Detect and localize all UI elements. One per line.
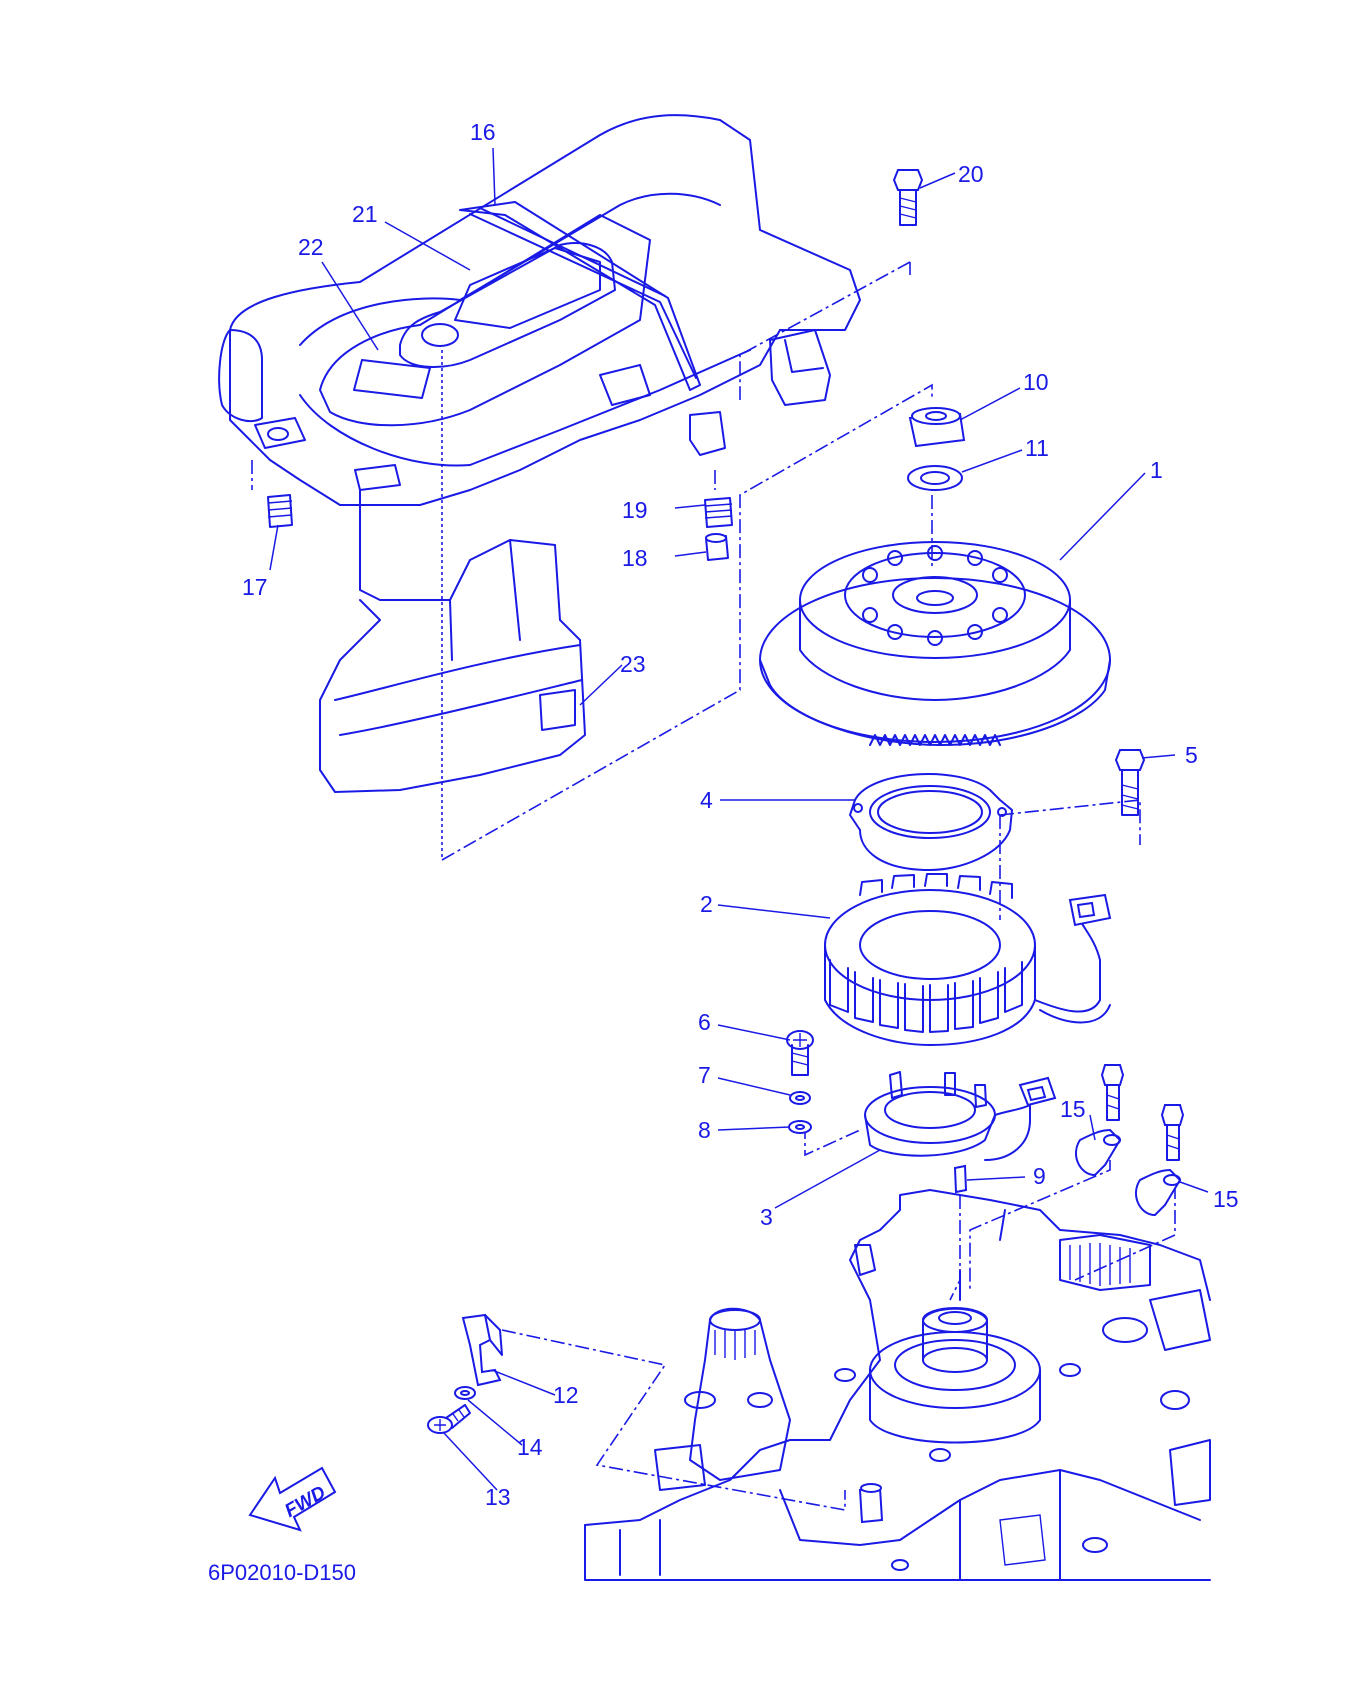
callout-6: 6 xyxy=(698,1009,711,1035)
clamp-15a xyxy=(1075,1064,1125,1177)
lock-washer-7 xyxy=(789,1091,811,1105)
callout-15a: 15 xyxy=(1060,1096,1086,1122)
screw-6 xyxy=(786,1030,814,1076)
callout-14: 14 xyxy=(517,1434,543,1460)
callout-20: 20 xyxy=(958,161,984,187)
grommet-19 xyxy=(704,497,733,528)
washer-11 xyxy=(907,465,963,491)
washer-14 xyxy=(454,1386,476,1400)
pulser-coil-3 xyxy=(864,1071,1057,1161)
engine-block xyxy=(584,1189,1211,1581)
drawing-code: 6P02010-D150 xyxy=(208,1560,356,1585)
callouts: 1 2 3 4 5 6 7 8 9 10 11 12 13 14 15 15 1… xyxy=(242,119,1239,1510)
collar-18 xyxy=(705,533,729,561)
flywheel-cover xyxy=(218,114,861,793)
clamp-15b xyxy=(1135,1104,1185,1217)
callout-17: 17 xyxy=(242,574,268,600)
bolt-5 xyxy=(1114,749,1146,816)
washer-8 xyxy=(788,1120,812,1134)
callout-21: 21 xyxy=(352,201,378,227)
bolt-20 xyxy=(892,169,924,226)
callout-3: 3 xyxy=(760,1204,773,1230)
callout-10: 10 xyxy=(1023,369,1049,395)
callout-11: 11 xyxy=(1025,435,1049,461)
base-plate-4 xyxy=(849,773,1013,871)
key-9 xyxy=(953,1164,968,1194)
callout-2: 2 xyxy=(700,891,713,917)
leader-lines xyxy=(269,147,1209,1491)
grommet-17 xyxy=(267,494,293,528)
bracket-12 xyxy=(461,1313,503,1387)
stator-teeth xyxy=(829,873,1023,1033)
callout-4: 4 xyxy=(700,787,713,813)
callout-16: 16 xyxy=(470,119,496,145)
callout-8: 8 xyxy=(698,1117,711,1143)
callout-15b: 15 xyxy=(1213,1186,1239,1212)
callout-18: 18 xyxy=(622,545,648,571)
callout-9: 9 xyxy=(1033,1163,1046,1189)
screw-13 xyxy=(427,1404,471,1434)
flywheel-1 xyxy=(759,541,1111,746)
assembly-lines xyxy=(251,261,1176,1511)
callout-1: 1 xyxy=(1150,457,1163,483)
callout-22: 22 xyxy=(298,234,324,260)
fwd-arrow-icon: FWD xyxy=(248,1466,337,1532)
nut-10 xyxy=(908,407,966,448)
callout-13: 13 xyxy=(485,1484,511,1510)
callout-12: 12 xyxy=(553,1382,579,1408)
callout-19: 19 xyxy=(622,497,648,523)
stator-2 xyxy=(824,873,1112,1046)
callout-23: 23 xyxy=(620,651,646,677)
flywheel-holes xyxy=(862,545,1008,646)
callout-7: 7 xyxy=(698,1062,711,1088)
callout-5: 5 xyxy=(1185,742,1198,768)
